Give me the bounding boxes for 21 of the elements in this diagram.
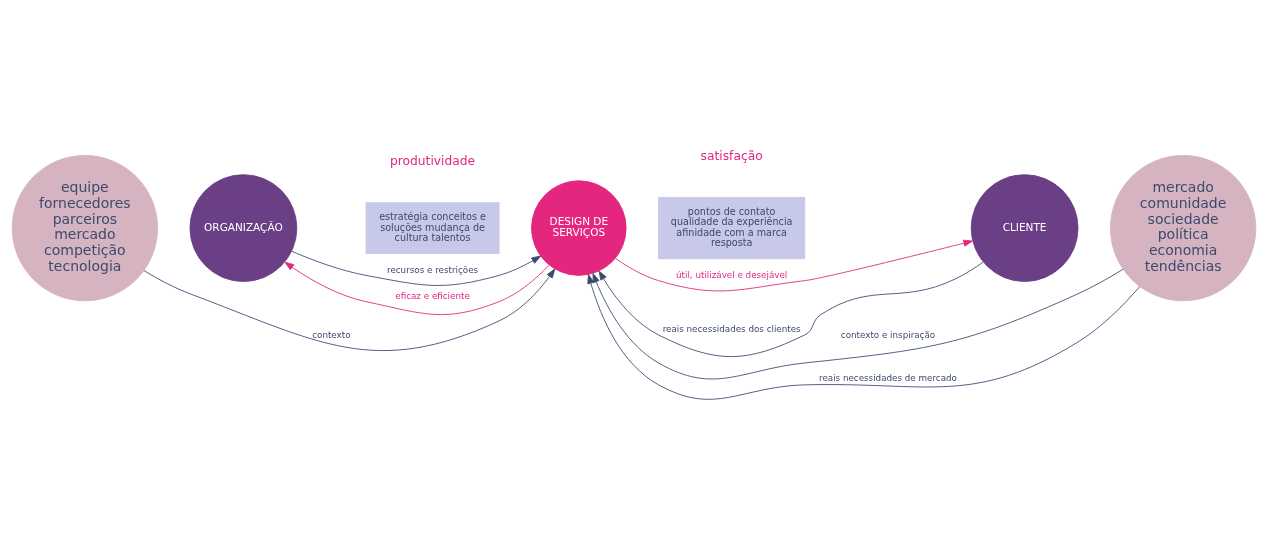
node-circle: equipe fornecedores parceiros mercado competição tecnologia [11, 154, 158, 302]
edge-label: contexto e inspiração [840, 330, 936, 341]
node-box: pontos de contato qualidade da experiência afinidade com a marca resposta [658, 197, 806, 260]
arrow [291, 250, 541, 286]
node-box: estratégia conceitos e soluções mudança de cultura talentos [365, 202, 500, 254]
node-circle: CLIENTE [970, 174, 1079, 282]
arrow [284, 261, 550, 316]
edge-label: reais necessidades dos clientes [662, 324, 801, 335]
arrow [143, 268, 556, 351]
edge-label: eficaz e eficiente [395, 291, 470, 302]
edge-label: contexto [312, 329, 351, 340]
edge-label: reais necessidades de mercado [819, 373, 957, 384]
edge-label: útil, utilizável e desejável [676, 270, 788, 280]
arrow [587, 274, 1141, 400]
edge-label: recursos e restrições [387, 264, 479, 275]
arrow [592, 268, 1124, 380]
arrow [598, 261, 984, 358]
label: satisfação [700, 148, 763, 163]
node-circle: mercado comunidade sociedade política economia tendências [1110, 154, 1257, 302]
label: produtividade [390, 153, 476, 168]
arrow [615, 239, 974, 292]
